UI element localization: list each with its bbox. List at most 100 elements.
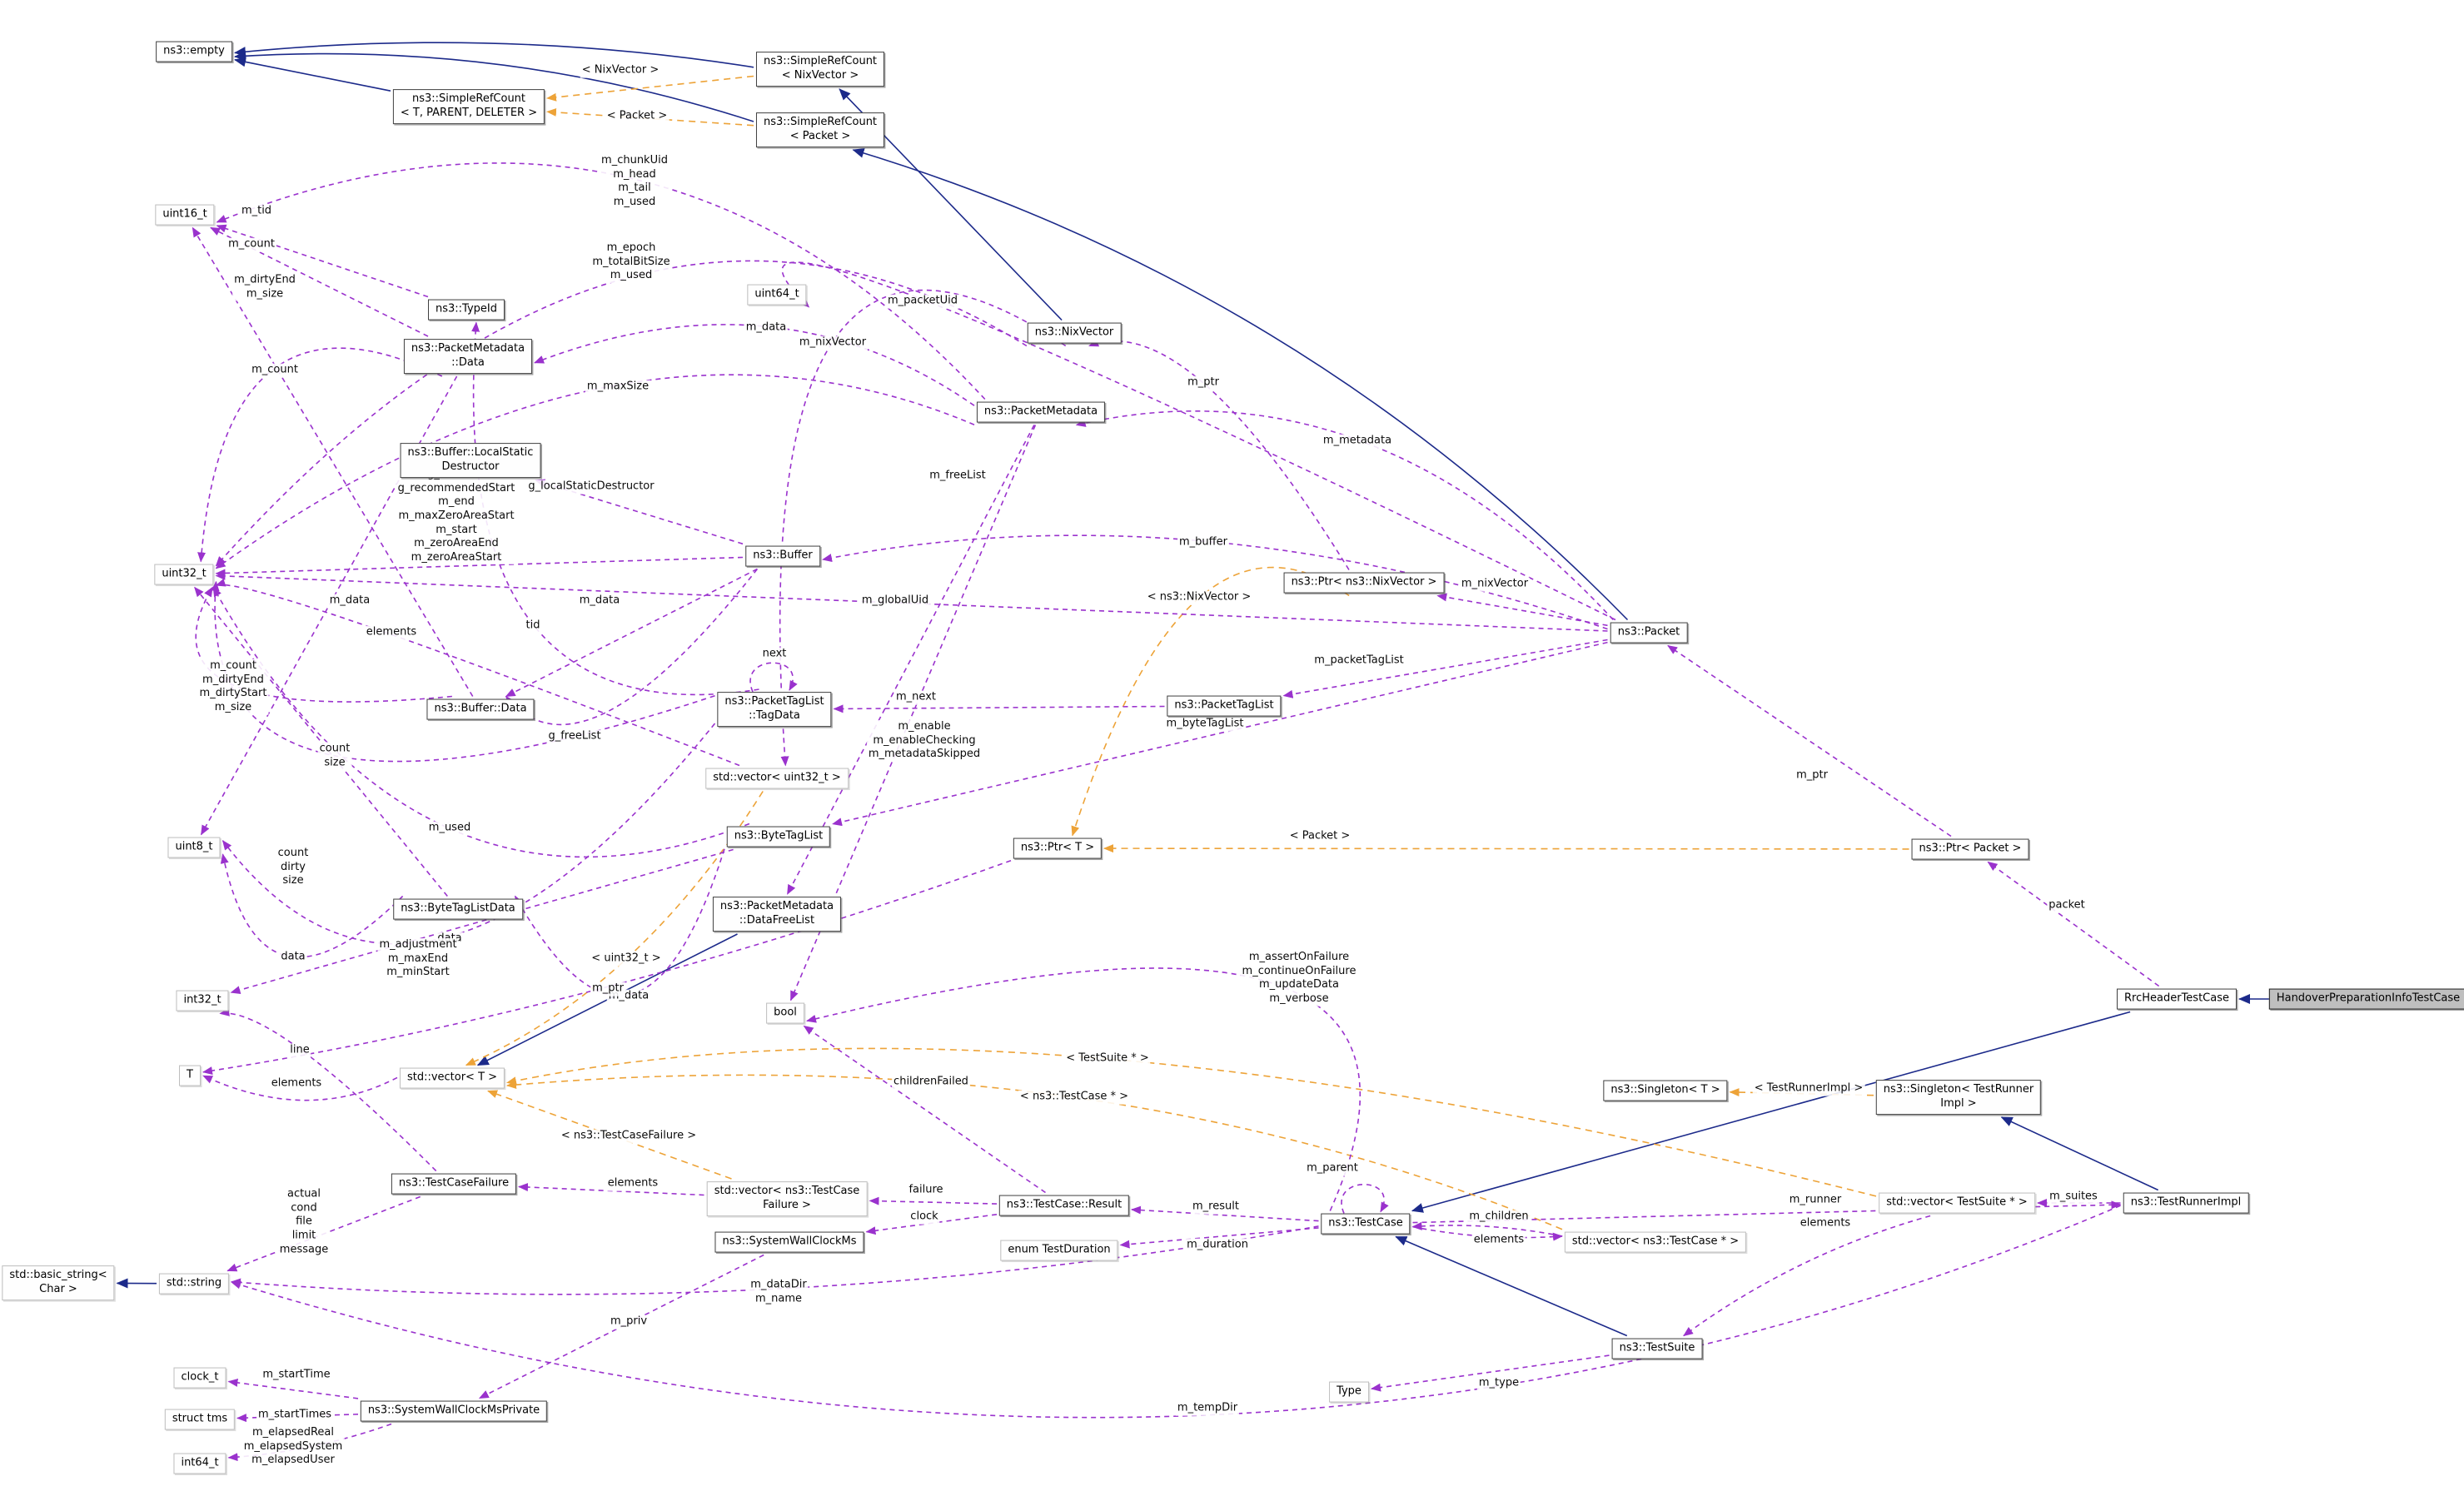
edge-label-27: g_maxSize g_recommendedStart m_end m_max… (396, 467, 517, 565)
edge-runner-str (231, 1205, 2121, 1419)
edge-pmd-dfl (786, 425, 1035, 895)
edge-label-19: < TestRunnerImpl > (1752, 1081, 1865, 1096)
node-src_pkt[interactable]: ns3::SimpleRefCount < Packet > (755, 112, 885, 147)
node-packet[interactable]: ns3::Packet (1610, 622, 1688, 644)
edge-label-20: m_tid (239, 204, 274, 219)
node-vec_u32[interactable]: std::vector< uint32_t > (705, 768, 849, 789)
edge-suite-type_box (1371, 1354, 1610, 1392)
node-sing_t[interactable]: ns3::Singleton< T > (1603, 1080, 1728, 1101)
edge-label-77: m_ptr (1794, 768, 1829, 783)
edge-label-13: < ns3::NixVector > (1145, 590, 1253, 605)
node-int64[interactable]: int64_t (173, 1453, 226, 1474)
edge-label-68: elements (605, 1176, 660, 1191)
edge-buffer-uint32 (215, 556, 744, 578)
node-type_box[interactable]: Type (1329, 1381, 1369, 1403)
node-vec_t[interactable]: std::vector< T > (399, 1067, 505, 1089)
node-uint32[interactable]: uint32_t (154, 564, 214, 585)
edge-label-55: line (288, 1043, 311, 1058)
edge-vec_ts-suite (1683, 1215, 1931, 1337)
edge-src_nix-src_tpd (546, 75, 754, 102)
node-uint64[interactable]: uint64_t (747, 284, 807, 306)
edge-label-49: g_freeList (546, 729, 603, 744)
node-tcf[interactable]: ns3::TestCaseFailure (391, 1173, 517, 1195)
edge-vec_ts-vec_t (506, 1047, 1877, 1197)
edge-pmd-pmd_data (534, 324, 975, 406)
node-ptr_nix[interactable]: ns3::Ptr< ns3::NixVector > (1283, 572, 1445, 594)
node-uint8[interactable]: uint8_t (167, 837, 221, 858)
node-buffer[interactable]: ns3::Buffer (745, 545, 820, 567)
edge-packet-uint64 (781, 261, 1616, 621)
edge-src_pkt-empty (234, 51, 754, 122)
node-vec_tc[interactable]: std::vector< ns3::TestCase * > (1564, 1231, 1747, 1253)
node-tms[interactable]: struct tms (164, 1409, 236, 1430)
node-typeid[interactable]: ns3::TypeId (428, 299, 505, 321)
node-str[interactable]: std::string (158, 1273, 230, 1295)
node-bstr[interactable]: std::basic_string< Char > (2, 1265, 115, 1300)
edge-pmd_data-uint8 (200, 375, 458, 836)
edge-packet-ptr_nix (1436, 593, 1608, 627)
node-src_tpd[interactable]: ns3::SimpleRefCount < T, PARENT, DELETER… (392, 89, 545, 124)
node-lsd[interactable]: ns3::Buffer::LocalStatic Destructor (400, 443, 541, 478)
edge-label-72: m_type (1476, 1376, 1521, 1391)
edge-label-64: m_parent (1305, 1161, 1360, 1176)
edge-packet-src_pkt (852, 148, 1629, 621)
node-t[interactable]: T (179, 1065, 201, 1086)
edge-label-48: m_data (577, 594, 622, 609)
node-pmd[interactable]: ns3::PacketMetadata (976, 401, 1106, 423)
edge-label-22: m_chunkUid m_head m_tail m_used (600, 153, 670, 210)
node-runner[interactable]: ns3::TestRunnerImpl (2123, 1192, 2249, 1214)
edge-label-38: m_metadata (1321, 434, 1394, 449)
node-tag_data[interactable]: ns3::PacketTagList ::TagData (717, 692, 832, 727)
edge-label-56: m_ptr (590, 982, 625, 996)
edge-ptr_packet-packet (1667, 644, 1952, 837)
edge-testcase-str (231, 1225, 1319, 1295)
edge-btl-btld (514, 848, 725, 996)
node-buf_data[interactable]: ns3::Buffer::Data (426, 698, 535, 720)
node-ptr_t[interactable]: ns3::Ptr< T > (1013, 837, 1103, 859)
node-dfl[interactable]: ns3::PacketMetadata ::DataFreeList (712, 897, 842, 932)
node-ptl[interactable]: ns3::PacketTagList (1167, 695, 1282, 717)
edge-label-59: m_enable m_enableChecking m_metadataSkip… (866, 720, 983, 762)
node-btl[interactable]: ns3::ByteTagList (726, 826, 831, 847)
edge-label-60: childrenFailed (892, 1075, 970, 1090)
node-empty[interactable]: ns3::empty (156, 41, 232, 62)
node-clock_t[interactable]: clock_t (173, 1367, 226, 1389)
edge-label-79: m_startTimes (256, 1408, 334, 1423)
node-vec_tcf[interactable]: std::vector< ns3::TestCase Failure > (706, 1181, 868, 1216)
edge-label-15: < uint32_t > (590, 952, 663, 967)
node-dur[interactable]: enum TestDuration (1000, 1240, 1118, 1261)
node-testcase[interactable]: ns3::TestCase (1321, 1213, 1411, 1235)
node-uint16[interactable]: uint16_t (155, 204, 215, 226)
edge-src_tpd-empty (234, 57, 391, 92)
node-pmd_data[interactable]: ns3::PacketMetadata ::Data (403, 339, 533, 374)
node-vec_ts[interactable]: std::vector< TestSuite * > (1879, 1192, 2035, 1214)
node-suite[interactable]: ns3::TestSuite (1611, 1338, 1703, 1359)
edge-label-75: elements (1798, 1216, 1853, 1231)
edge-buf_data-uint16 (192, 226, 474, 697)
node-rrc[interactable]: RrcHeaderTestCase (2117, 988, 2237, 1010)
node-swcmp[interactable]: ns3::SystemWallClockMsPrivate (360, 1400, 548, 1422)
edge-buffer-buf_data (505, 568, 758, 698)
node-ptr_packet[interactable]: ns3::Ptr< Packet > (1911, 838, 2029, 860)
node-nixvec[interactable]: ns3::NixVector (1027, 322, 1122, 344)
edge-label-11: < NixVector > (580, 63, 661, 78)
node-hp[interactable]: HandoverPreparationInfoTestCase (2268, 988, 2464, 1010)
edge-label-36: m_nixVector (797, 335, 869, 350)
node-src_nix[interactable]: ns3::SimpleRefCount < NixVector > (755, 52, 885, 87)
node-btld[interactable]: ns3::ByteTagListData (393, 898, 523, 920)
node-swcm[interactable]: ns3::SystemWallClockMs (714, 1231, 864, 1253)
node-sing_tr[interactable]: ns3::Singleton< TestRunner Impl > (1875, 1080, 2042, 1115)
node-int32[interactable]: int32_t (176, 990, 229, 1011)
node-result[interactable]: ns3::TestCase::Result (998, 1195, 1130, 1216)
node-bool[interactable]: bool (766, 1002, 804, 1024)
edge-tag_data-uint8 (222, 723, 716, 945)
edge-label-25: m_count (250, 363, 300, 378)
edge-label-62: clock (908, 1210, 940, 1225)
edge-label-44: m_byteTagList (1164, 717, 1246, 732)
edge-label-66: elements (1471, 1233, 1526, 1248)
edge-label-40: g_localStaticDestructor (526, 480, 656, 495)
edge-tag_data-tag_data (749, 662, 798, 693)
edge-label-45: m_next (894, 690, 938, 705)
